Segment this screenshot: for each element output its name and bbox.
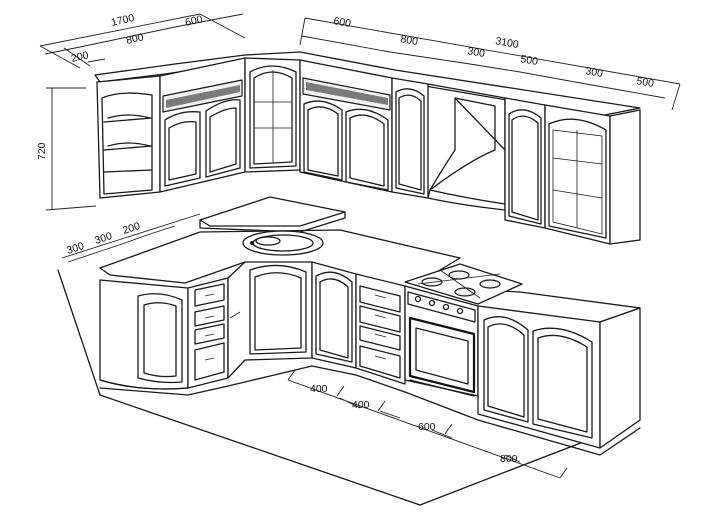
dim-upper-right-800: 800 (399, 33, 418, 48)
dim-corner-300-b: 300 (93, 230, 114, 247)
upper-right-double-cabinet (299, 59, 393, 193)
dim-base-400-a: 400 (310, 383, 328, 395)
dim-upper-right-500-a: 500 (519, 53, 538, 68)
range-hood (427, 83, 506, 211)
base-drawer-stack-right (355, 273, 406, 385)
dim-height: 720 (36, 142, 48, 160)
upper-glass-cabinet (244, 57, 301, 173)
dim-upper-right-total: 3100 (494, 35, 519, 51)
upper-left-double-cabinet (159, 57, 246, 193)
dim-base-800: 800 (500, 453, 518, 465)
dim-base-600: 600 (418, 421, 436, 433)
floor-outline (57, 269, 641, 506)
base-single-door (311, 261, 357, 369)
dimension-labels: 1700 600 800 200 3100 600 800 300 500 30… (36, 12, 655, 465)
dim-upper-right-500-b: 500 (635, 75, 654, 90)
dim-upper-left-200: 200 (70, 49, 90, 65)
upper-cabinets (94, 51, 641, 245)
dim-upper-left-total: 1700 (110, 12, 136, 29)
dim-upper-right-300-a: 300 (466, 45, 485, 60)
base-rounded-end (99, 279, 189, 390)
dim-upper-left-600: 600 (184, 13, 204, 29)
dimension-lines (39, 13, 681, 479)
dim-base-400-b: 400 (352, 399, 370, 411)
base-drawer-stack-left (187, 277, 229, 389)
dim-upper-right-300-b: 300 (584, 65, 603, 80)
dim-upper-left-800: 800 (125, 31, 145, 47)
upper-corner-shelf (96, 75, 161, 199)
base-cabinets (99, 196, 641, 456)
dim-corner-200: 200 (121, 220, 142, 237)
base-corner-door (227, 261, 313, 379)
base-right-double-door (477, 305, 641, 449)
upper-right-glass-cabinet (544, 104, 641, 245)
sink (242, 230, 324, 256)
upper-narrow-cabinet (391, 77, 429, 199)
dim-upper-right-600: 600 (332, 15, 351, 30)
upper-right-single-cabinet (504, 97, 546, 229)
dim-corner-300-a: 300 (65, 240, 86, 257)
stove (404, 263, 523, 397)
